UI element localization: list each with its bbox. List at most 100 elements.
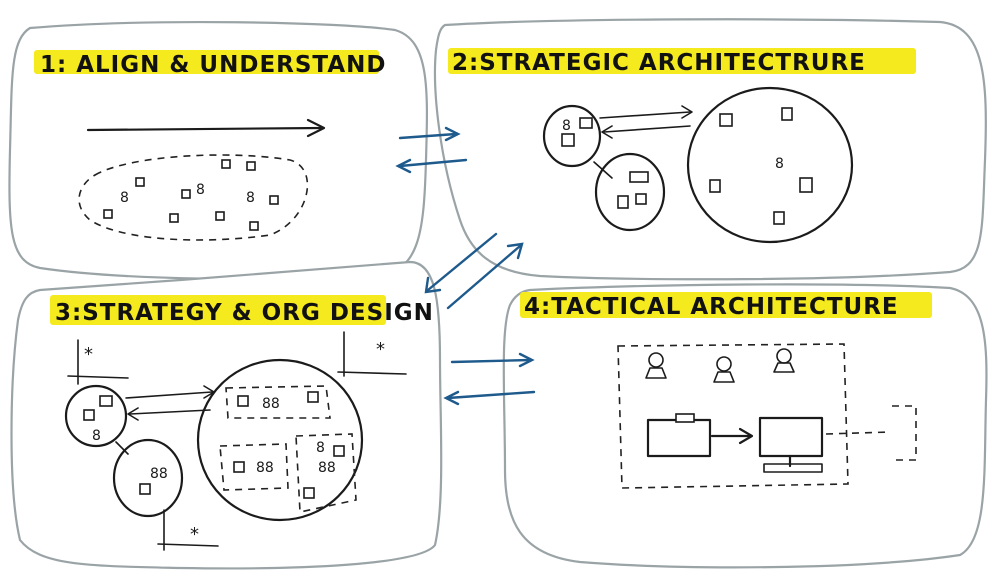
people-glyph: 8 xyxy=(562,118,571,134)
arrow-2-to-3-head xyxy=(424,276,442,294)
panel-2-title-highlight xyxy=(448,48,916,74)
people-glyph: 8 xyxy=(92,428,101,444)
panel-4-title: 4:TACTICAL ARCHITECTURE xyxy=(524,294,899,320)
stakeholder-box xyxy=(181,189,191,199)
mini-axis xyxy=(67,375,129,379)
team-box xyxy=(233,461,245,473)
transition-arrows xyxy=(395,126,536,406)
team-box xyxy=(773,211,785,225)
stakeholder-cloud xyxy=(78,154,309,241)
arrow-1-to-2 xyxy=(398,132,458,140)
panel-3-content: * * * 8 88 88 88 8 88 xyxy=(64,331,407,551)
arrow-4-to-3-head xyxy=(443,390,460,406)
team-box xyxy=(333,445,345,457)
team-box xyxy=(99,395,113,407)
team-box xyxy=(561,133,575,147)
mini-axis xyxy=(337,371,407,375)
stakeholder-box xyxy=(221,159,231,169)
flow-head-right xyxy=(681,105,693,119)
timeline-arrow-head xyxy=(306,118,326,138)
component-arrow-head xyxy=(738,427,754,445)
arrow-3-to-2-head xyxy=(506,242,524,260)
person-icon xyxy=(645,352,667,379)
team-box xyxy=(799,177,813,193)
panel-4-border xyxy=(502,283,988,569)
arrow-3-to-4-head xyxy=(518,352,535,368)
small-circle-bottom xyxy=(594,152,666,232)
panel-3-border xyxy=(10,260,443,570)
people-glyph: 8 xyxy=(316,440,325,456)
stakeholder-box xyxy=(215,211,225,221)
large-circle xyxy=(196,358,364,522)
panel-3-title-highlight xyxy=(50,295,386,325)
team-box xyxy=(237,395,249,407)
arrow-2-to-1-head xyxy=(395,158,412,174)
team-box xyxy=(83,409,95,421)
people-glyph: 88 xyxy=(256,460,274,476)
mini-axis xyxy=(157,543,219,547)
arrow-4-to-3 xyxy=(446,390,536,400)
team-box xyxy=(139,483,151,495)
stakeholder-box xyxy=(269,195,279,205)
small-circle-top xyxy=(542,104,602,168)
arrow-2-to-1 xyxy=(398,158,468,168)
flow-head-right xyxy=(203,385,215,399)
external-link xyxy=(825,431,891,435)
team-group xyxy=(219,443,289,491)
flow-line-left xyxy=(129,409,211,415)
people-glyph: 88 xyxy=(150,466,168,482)
panel-1-title-highlight xyxy=(34,50,379,74)
panel-3-title: 3:STRATEGY & ORG DESIGN xyxy=(55,300,434,326)
small-circle-bottom xyxy=(112,438,184,518)
panel-2-border xyxy=(433,18,987,281)
panel-2-title: 2:STRATEGIC ARCHITECTRURE xyxy=(452,50,866,76)
link-line xyxy=(115,441,129,455)
person-icon xyxy=(713,356,735,383)
component-tag xyxy=(675,413,695,423)
team-box xyxy=(709,179,721,193)
panel-4-title-highlight xyxy=(520,292,932,318)
team-box xyxy=(307,391,319,403)
tactical-boundary xyxy=(617,343,849,489)
stakeholder-box xyxy=(246,161,256,171)
people-glyph: 8 xyxy=(775,156,784,172)
team-box xyxy=(781,107,793,121)
timeline-arrow xyxy=(86,126,324,132)
monitor-base xyxy=(763,463,823,473)
arrow-2-to-3 xyxy=(426,232,498,292)
large-circle xyxy=(686,86,854,244)
person-icon xyxy=(773,348,795,373)
panel-1-title: 1: ALIGN & UNDERSTAND xyxy=(40,52,386,78)
team-group xyxy=(295,433,357,513)
people-glyph: 8 xyxy=(120,190,129,206)
flow-line-left xyxy=(603,125,691,133)
people-glyph: 88 xyxy=(318,460,336,476)
panel-4-content xyxy=(617,343,917,489)
flow-head-left xyxy=(127,407,139,421)
stakeholder-box xyxy=(249,221,259,231)
stakeholder-box xyxy=(169,213,179,223)
flow-head-left xyxy=(601,125,613,139)
star-marker: * xyxy=(376,339,385,360)
star-marker: * xyxy=(84,344,93,365)
team-box xyxy=(629,171,649,183)
team-box xyxy=(719,113,733,127)
team-box xyxy=(303,487,315,499)
arrow-1-to-2-head xyxy=(444,126,461,142)
star-marker: * xyxy=(190,524,199,545)
people-glyph: 8 xyxy=(246,190,255,206)
link-line xyxy=(593,161,613,179)
stakeholder-box xyxy=(135,177,145,187)
flow-line-right xyxy=(125,391,213,399)
team-group xyxy=(225,385,331,419)
panel-2-content: 8 8 xyxy=(542,86,854,244)
people-glyph: 88 xyxy=(262,396,280,412)
small-circle-top xyxy=(64,384,128,448)
flow-line-right xyxy=(599,111,691,119)
stakeholder-box xyxy=(103,209,113,219)
team-box xyxy=(579,117,593,129)
arrow-3-to-4 xyxy=(450,358,532,364)
team-box xyxy=(617,195,629,209)
people-glyph: 8 xyxy=(196,182,205,198)
